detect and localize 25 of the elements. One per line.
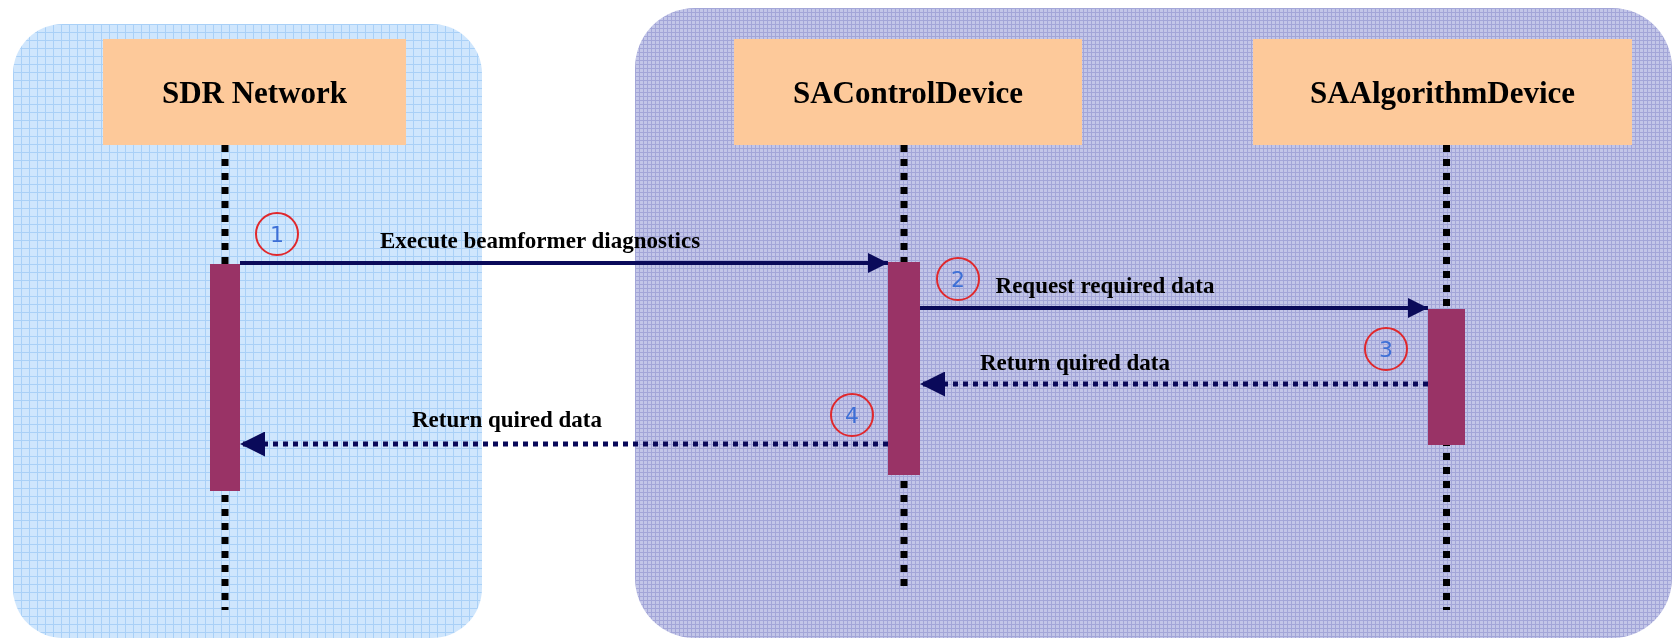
activation-bar <box>888 262 920 475</box>
message-arrow <box>240 253 888 273</box>
message-arrow <box>240 431 888 457</box>
message-label: Execute beamformer diagnostics <box>379 228 701 254</box>
step-number <box>255 212 299 256</box>
message-label: Return quired data <box>412 407 602 433</box>
activation-bar <box>1428 309 1465 445</box>
step-number-text: 2 <box>951 266 965 292</box>
message-label: Return quired data <box>980 350 1170 376</box>
lifeline-header <box>1253 39 1632 145</box>
step-number-text: 4 <box>845 402 859 428</box>
lifeline-title: SDR Network <box>161 75 348 112</box>
lifeline-title: SAAlgorithmDevice <box>1309 75 1576 112</box>
activation-bar <box>210 264 240 491</box>
lifeline-header <box>103 39 406 145</box>
step-number-text: 3 <box>1379 336 1393 362</box>
step-number <box>830 393 874 437</box>
lifeline-header <box>734 39 1082 145</box>
lifeline-title: SAControlDevice <box>792 75 1024 112</box>
message-arrow <box>920 298 1428 318</box>
step-number <box>936 257 980 301</box>
step-number-text: 1 <box>270 221 284 247</box>
message-label: Request required data <box>995 273 1215 299</box>
step-number <box>1364 327 1408 371</box>
message-arrow <box>920 371 1428 397</box>
